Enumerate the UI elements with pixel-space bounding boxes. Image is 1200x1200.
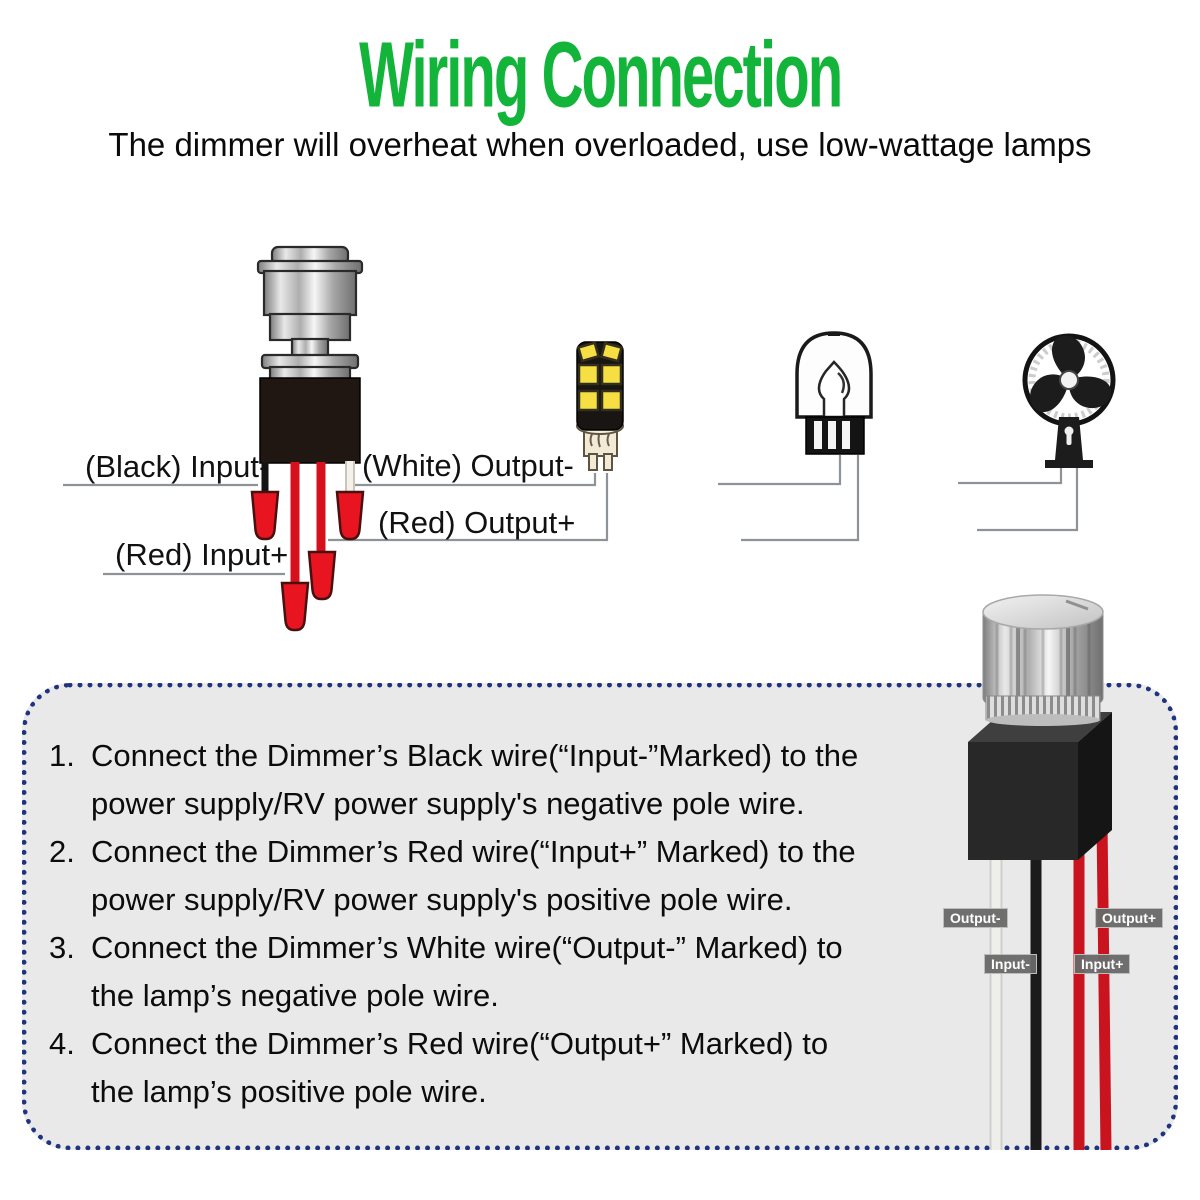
line-output-pos bbox=[328, 473, 609, 542]
list-item: 3. Connect the Dimmer’s White wire(“Outp… bbox=[49, 924, 979, 1020]
wiring-diagram-svg: (Black) Input- (White) Output- (Red) Out… bbox=[63, 245, 1116, 632]
led-bulb-icon bbox=[576, 341, 624, 471]
wire-label-output-pos: Output+ bbox=[1095, 908, 1164, 928]
dimmer-photo-svg bbox=[968, 594, 1112, 1150]
instructions-list: 1. Connect the Dimmer’s Black wire(“Inpu… bbox=[49, 732, 979, 1116]
instruction-text: Connect the Dimmer’s Red wire(“Output+” … bbox=[91, 1026, 829, 1061]
page-subtitle: The dimmer will overheat when overloaded… bbox=[108, 126, 1092, 163]
dimmer-product-photo: Output- Output+ Input- Input+ bbox=[940, 580, 1180, 1150]
page-title: Wiring Connection bbox=[0, 22, 1200, 127]
wire-cap bbox=[307, 550, 337, 601]
instruction-text: Connect the Dimmer’s White wire(“Output-… bbox=[91, 930, 843, 965]
line-bulb-pos bbox=[741, 455, 860, 542]
line-bulb-neg bbox=[718, 455, 842, 486]
wire-cap bbox=[335, 490, 365, 541]
instruction-text: the lamp’s positive pole wire. bbox=[91, 1074, 487, 1109]
item-number: 3. bbox=[49, 930, 75, 965]
dimmer-photo-knob bbox=[982, 594, 1104, 726]
label-input-pos: (Red) Input+ bbox=[115, 537, 288, 572]
item-number: 2. bbox=[49, 834, 75, 869]
line-output-neg bbox=[355, 473, 597, 487]
incandescent-bulb-icon bbox=[795, 331, 873, 455]
label-output-neg: (White) Output- bbox=[362, 448, 574, 483]
red-wire bbox=[1096, 821, 1112, 1150]
page-title-text: Wiring Connection bbox=[358, 22, 843, 127]
label-input-neg: (Black) Input- bbox=[85, 449, 269, 484]
list-item: 2. Connect the Dimmer’s Red wire(“Input+… bbox=[49, 828, 979, 924]
line-fan-pos bbox=[977, 468, 1079, 532]
instruction-text: power supply/RV power supply's positive … bbox=[91, 882, 793, 917]
wiring-diagram: (Black) Input- (White) Output- (Red) Out… bbox=[0, 230, 1200, 670]
instruction-text: the lamp’s negative pole wire. bbox=[91, 978, 499, 1013]
wire-label-input-pos: Input+ bbox=[1074, 954, 1131, 974]
dimmer-photo-body bbox=[968, 712, 1112, 860]
wire-label-input-neg: Input- bbox=[984, 954, 1037, 974]
wire-cap bbox=[280, 581, 310, 632]
instruction-text: power supply/RV power supply's negative … bbox=[91, 786, 805, 821]
item-number: 1. bbox=[49, 738, 75, 773]
label-output-pos: (Red) Output+ bbox=[378, 505, 575, 540]
dimmer-knob-icon bbox=[256, 245, 364, 381]
dimmer-switch-illustration: (Black) Input- (White) Output- (Red) Out… bbox=[85, 245, 575, 632]
list-item: 1. Connect the Dimmer’s Black wire(“Inpu… bbox=[49, 732, 979, 828]
item-number: 4. bbox=[49, 1026, 75, 1061]
fan-icon bbox=[1022, 333, 1116, 468]
wire-cap bbox=[250, 490, 280, 541]
dimmer-body bbox=[259, 377, 361, 464]
list-item: 4. Connect the Dimmer’s Red wire(“Output… bbox=[49, 1020, 979, 1116]
instruction-text: Connect the Dimmer’s Black wire(“Input-”… bbox=[91, 738, 859, 773]
line-fan-neg bbox=[958, 468, 1063, 485]
wire-caps bbox=[250, 490, 365, 632]
connection-lines bbox=[63, 455, 1079, 576]
wire-label-output-neg: Output- bbox=[943, 908, 1008, 928]
instruction-text: Connect the Dimmer’s Red wire(“Input+” M… bbox=[91, 834, 856, 869]
